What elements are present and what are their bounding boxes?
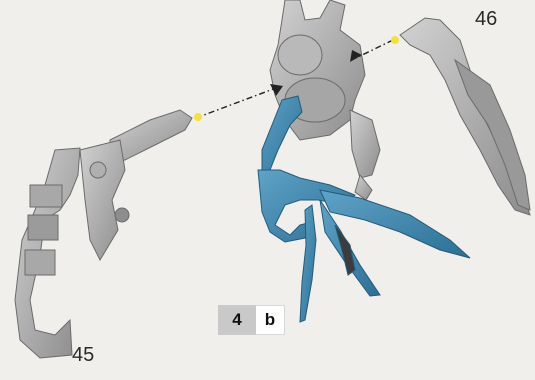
- connector-dot-46: [391, 36, 399, 44]
- part-number-46: 46: [475, 8, 497, 31]
- part-number-45: 45: [72, 344, 94, 367]
- weapon-arm-part-46: [400, 18, 530, 215]
- weapon-arm-part-45: [15, 110, 192, 358]
- connector-dot-45: [194, 113, 202, 121]
- assembly-line-45: [196, 88, 276, 118]
- step-letter: b: [256, 305, 285, 335]
- step-label: 4 b: [218, 305, 285, 335]
- step-number: 4: [218, 305, 256, 335]
